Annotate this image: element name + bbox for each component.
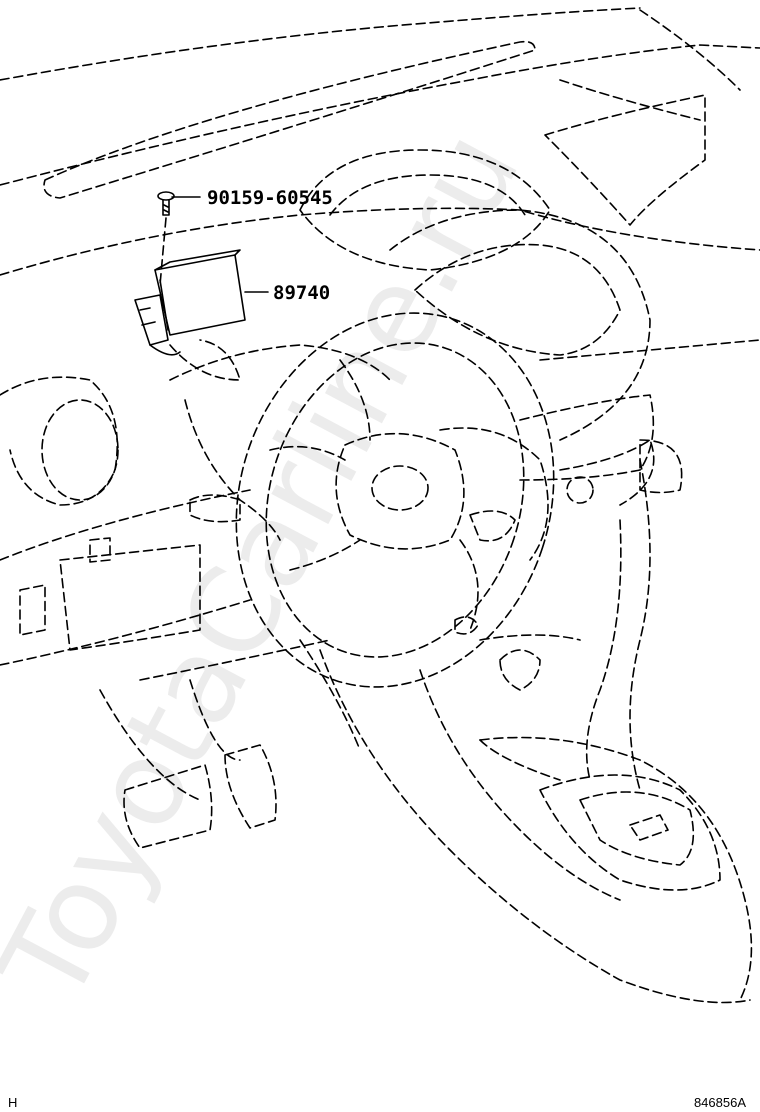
pedals <box>123 744 277 849</box>
diagram-code: 846856A <box>693 1095 746 1110</box>
horn-pad <box>335 432 465 550</box>
footer-left-mark: H <box>8 1095 18 1110</box>
dashboard-outline <box>0 7 760 276</box>
airbag-emblem <box>371 465 429 511</box>
steering-wheel <box>235 312 555 688</box>
instrument-cluster <box>299 149 551 271</box>
lower-dash <box>0 459 751 1004</box>
defroster-vent <box>43 40 536 199</box>
bolt <box>157 191 175 286</box>
right-dash-panel <box>389 94 760 506</box>
module-part-number[interactable]: 89740 <box>273 282 330 304</box>
steering-column <box>169 344 549 561</box>
bolt-part-number[interactable]: 90159-60545 <box>207 187 333 209</box>
left-air-vent <box>0 376 119 506</box>
ecu-module <box>134 249 246 381</box>
watermark-text: ToyotaCarline.ru <box>0 109 546 1024</box>
center-console <box>479 736 753 1001</box>
